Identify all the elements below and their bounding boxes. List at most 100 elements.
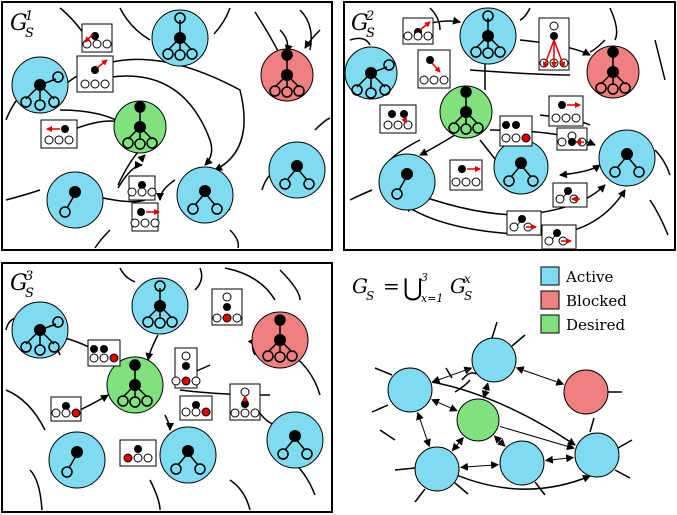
legend: Active Blocked Desired [540, 266, 627, 334]
box-node [123, 453, 133, 463]
tree-node [34, 79, 46, 91]
tree-node [69, 186, 81, 198]
box-node [191, 407, 201, 417]
box-node [400, 110, 408, 118]
box-node [127, 187, 137, 197]
box-node [44, 135, 54, 145]
tree-node [494, 46, 506, 58]
u-edge [451, 436, 464, 452]
svg-text:x=1: x=1 [421, 292, 443, 305]
box-node [550, 32, 558, 40]
u-edge [493, 435, 506, 447]
edges [5, 7, 671, 511]
svg-text:G: G [10, 11, 28, 36]
node-p2-left [344, 46, 398, 100]
tree-node [274, 334, 286, 346]
tree-node [274, 314, 286, 326]
u-edge [454, 379, 471, 393]
u-stub [414, 488, 426, 503]
tree-node [154, 317, 166, 329]
context-edge [213, 7, 231, 35]
box-p2-g [449, 159, 483, 191]
box-p2-b [417, 49, 451, 89]
box-node [62, 402, 70, 410]
node-p3-right [266, 411, 324, 469]
node-p3-desired [106, 356, 164, 414]
u-edge [499, 426, 575, 451]
box-node [138, 181, 146, 189]
union-formula: G S = ⋃ 3 x=1 G x S [352, 271, 472, 305]
tree-node [607, 66, 619, 78]
box-node [240, 387, 250, 397]
u-edge [461, 372, 477, 381]
node-p1-desired [113, 100, 167, 154]
svg-text:x: x [464, 272, 471, 286]
box-p1-a [81, 23, 113, 53]
svg-text:3: 3 [421, 271, 428, 284]
node-p3-top [131, 277, 189, 335]
tree-node [619, 82, 631, 94]
context-edge [229, 479, 251, 511]
edge-p3 [164, 414, 174, 431]
node-p1-blocked [260, 48, 314, 102]
box-node [549, 21, 559, 31]
box-node [512, 121, 520, 129]
tree-node [281, 69, 293, 81]
tree-node [595, 82, 607, 94]
u-stub [617, 439, 633, 449]
svg-text:⋃: ⋃ [403, 274, 423, 302]
box-node [182, 362, 190, 370]
tree-node [401, 168, 413, 180]
panel-2-frame [343, 1, 676, 251]
tree-node [146, 137, 158, 149]
edge-p3 [79, 394, 109, 411]
tree-node [365, 87, 377, 99]
context-edge [119, 7, 151, 41]
context-edge [149, 479, 161, 511]
box-node [403, 31, 413, 41]
tree-node [48, 96, 60, 108]
box-node [181, 351, 191, 361]
box-node [521, 133, 531, 143]
context-edge [609, 7, 618, 41]
tree-node [71, 446, 83, 458]
edge-p1 [304, 29, 321, 49]
tree-node [154, 280, 166, 292]
tree-node [52, 316, 64, 328]
u-node-desired [456, 398, 500, 442]
u-edge [431, 366, 473, 384]
tree-node [391, 188, 403, 200]
box-node [71, 408, 81, 418]
box-node [61, 125, 69, 133]
u-edge [544, 454, 575, 464]
tree-node [129, 359, 141, 371]
box-p3-g [119, 439, 157, 467]
tree-node [170, 463, 182, 475]
u-edge [416, 411, 431, 448]
svg-text:G: G [351, 11, 369, 36]
box-node [192, 401, 200, 409]
box-node [419, 75, 429, 85]
tree-node [186, 48, 198, 60]
box-p3-d [50, 396, 82, 422]
tree-node [34, 344, 46, 356]
box-node [181, 376, 191, 386]
u-node-top [471, 337, 517, 383]
box-node [553, 229, 561, 237]
box-node [439, 75, 449, 85]
u-node-right [574, 432, 620, 478]
tree-node [154, 300, 166, 312]
box-node [501, 133, 511, 143]
tree-node [515, 157, 527, 169]
u-stub [371, 404, 389, 413]
tree-node [20, 96, 32, 108]
box-node [413, 31, 423, 41]
box-p2-c [538, 17, 570, 71]
box-node [100, 79, 110, 89]
tree-node [472, 122, 484, 134]
tree-node [301, 448, 313, 460]
u-stub [445, 367, 453, 379]
tree-node [162, 48, 174, 60]
box-p3-f [229, 383, 261, 421]
